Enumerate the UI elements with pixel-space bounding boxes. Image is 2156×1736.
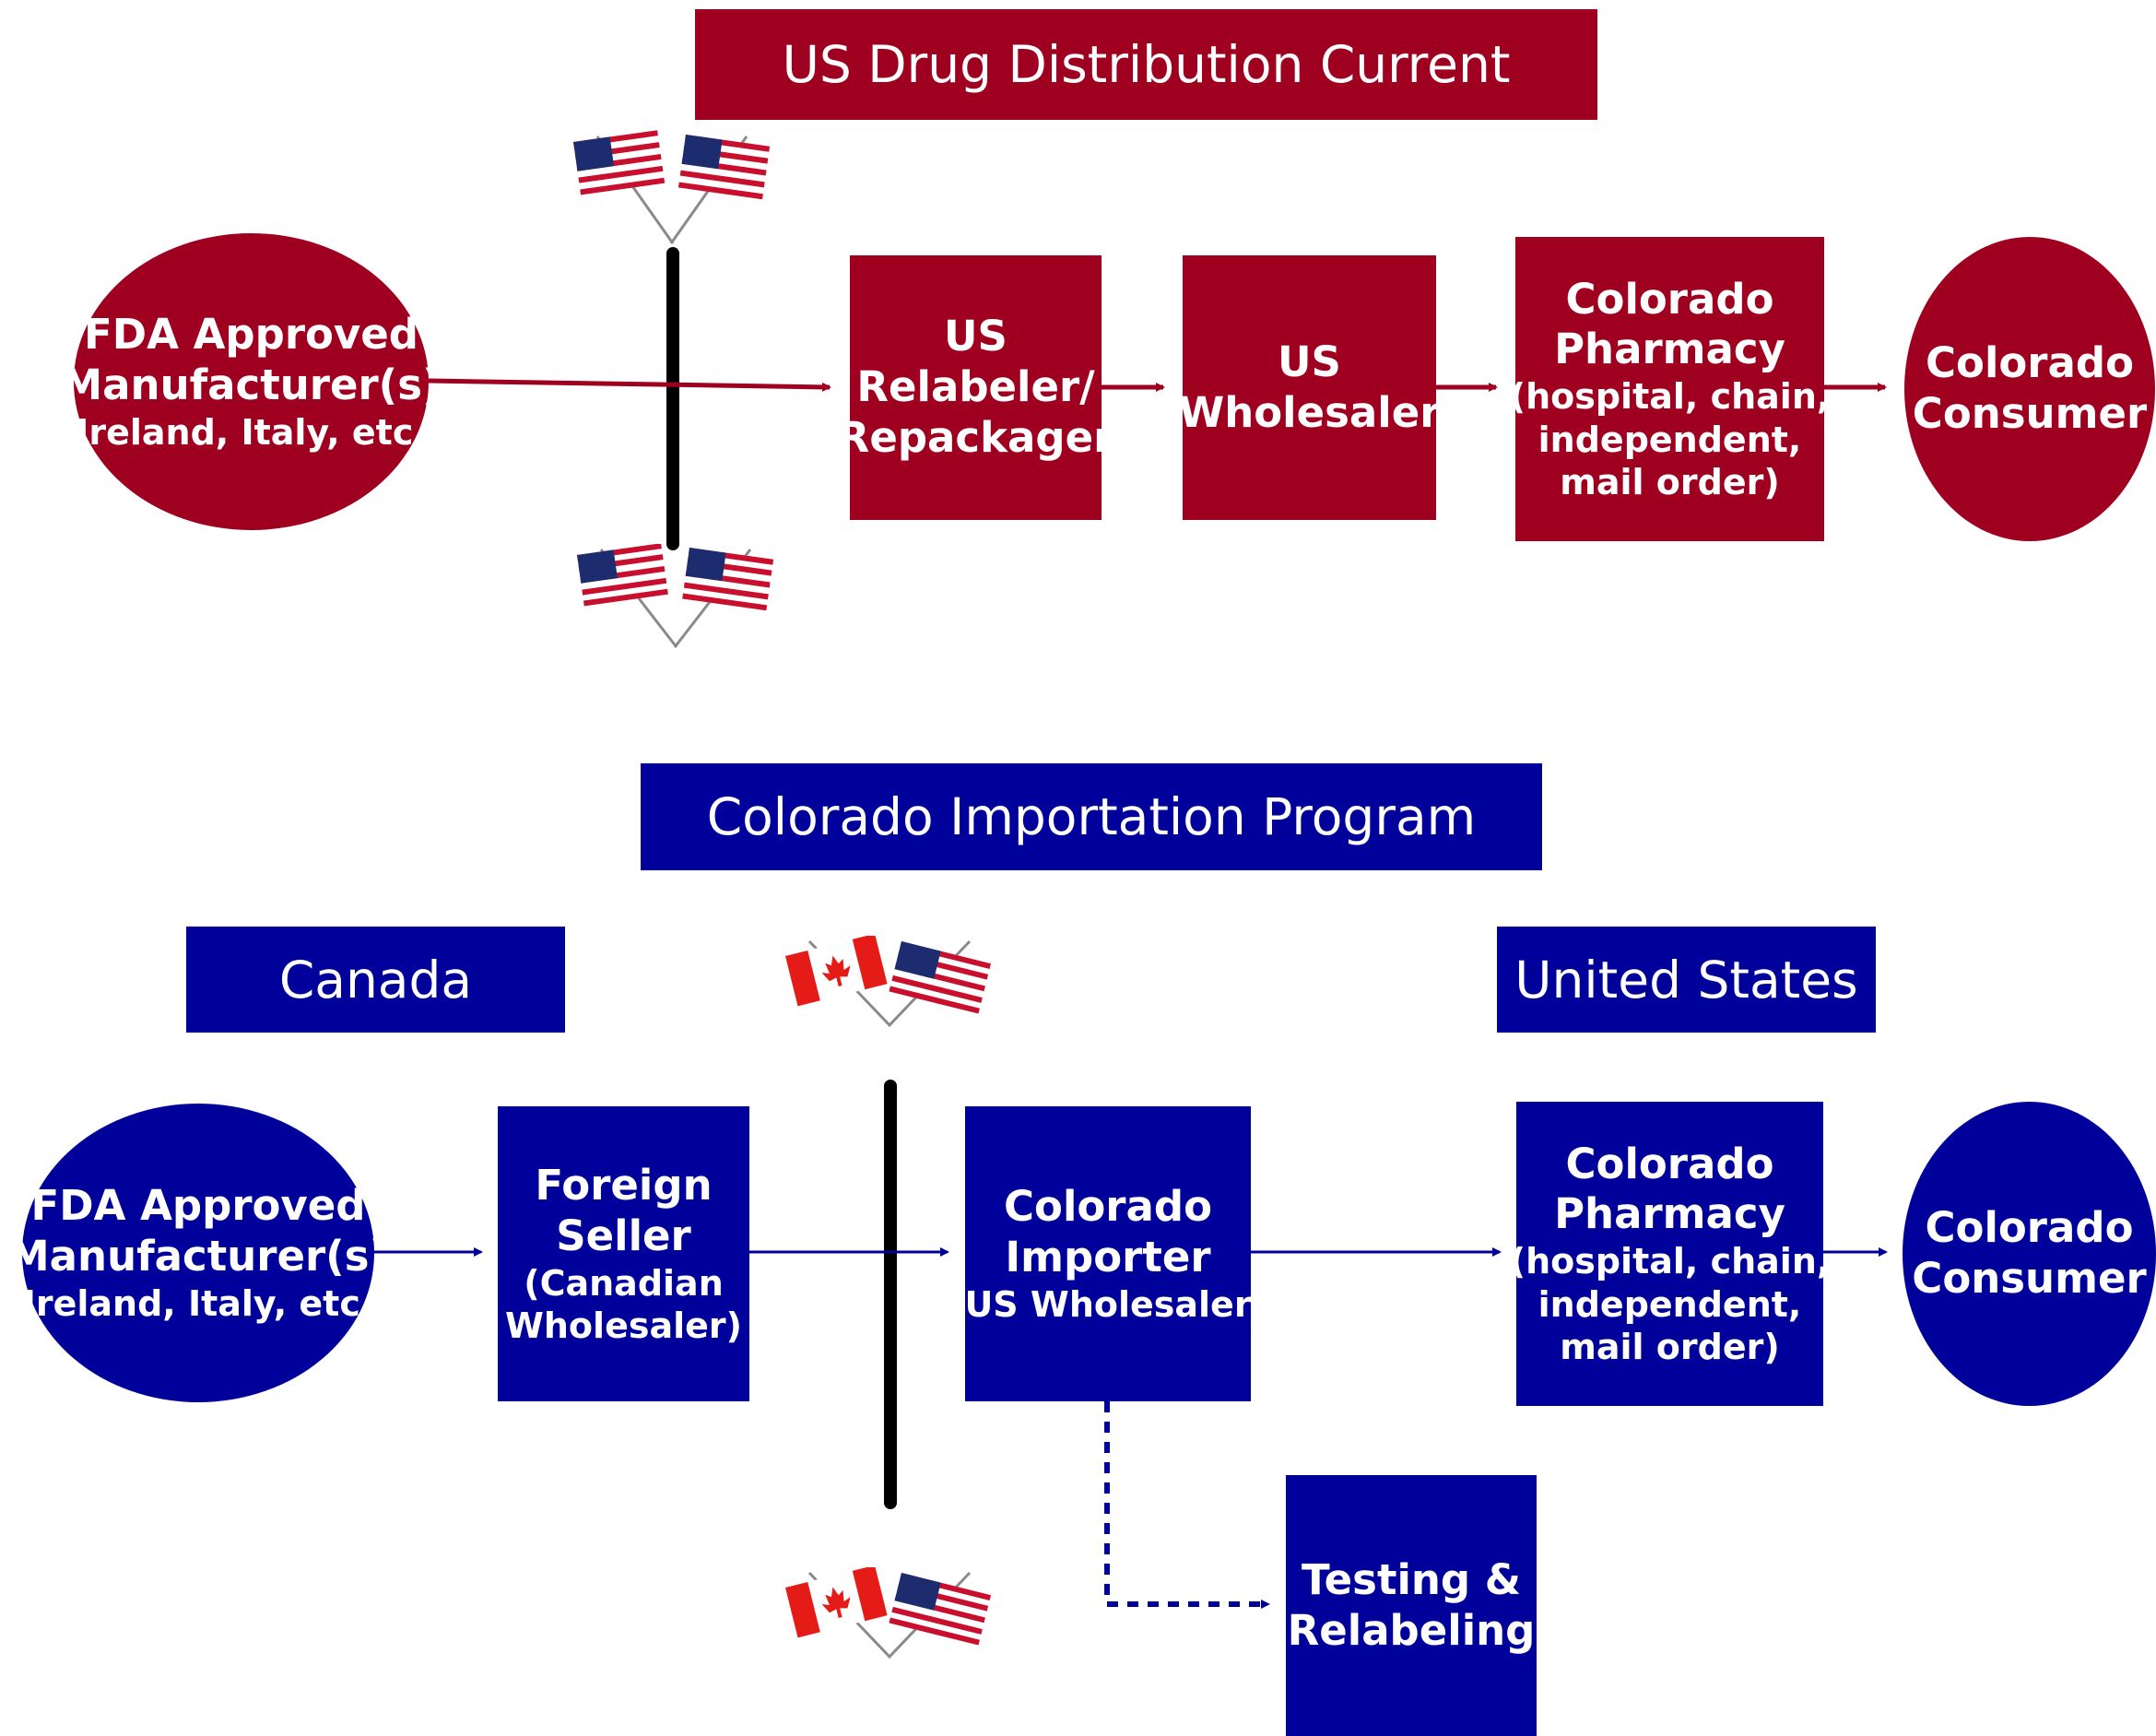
arrow-manufacturer-to-relabeler [428,378,831,392]
relabeler-label: US [944,312,1007,361]
bottom-manufacturer-node: FDA Approved Manufacturer(s) (Ireland, I… [6,1104,390,1402]
pharmacy-label: Colorado [1565,274,1774,324]
top-pharmacy-node: Colorado Pharmacy (hospital, chain, inde… [1510,237,1830,541]
pharmacy-detail: independent, [1537,419,1802,460]
foreign-seller-node: Foreign Seller (Canadian Wholesaler) [498,1106,749,1401]
region-canada-label: Canada [186,927,565,1033]
consumer-label: Consumer [1912,389,2148,438]
crossed-canada-us-flags-icon [785,936,992,1028]
manufacturer-label: FDA Approved [30,1180,366,1230]
relabeler-label: Repackager [837,412,1114,462]
crossed-canada-us-flags-icon [785,1567,992,1659]
pharmacy-label: Pharmacy [1554,325,1785,374]
wholesaler-label: US [1278,337,1341,386]
manufacturer-countries: (Ireland, Italy, etc.) [59,411,443,453]
us-wholesaler-node: US Wholesaler [1179,255,1440,520]
importer-label: Colorado [1004,1181,1212,1231]
importer-detail: (US Wholesaler) [948,1283,1267,1325]
foreign-seller-label: Foreign [535,1160,713,1210]
pharmacy-detail: (hospital, chain, [1509,1241,1831,1282]
dashed-arrow-importer-to-testing [1104,1401,1270,1609]
pharmacy-detail: (hospital, chain, [1509,376,1831,418]
pharmacy-detail: independent, [1537,1283,1802,1325]
foreign-seller-detail: (Canadian [524,1262,724,1304]
region-united-states-label: United States [1497,927,1876,1033]
importer-label: Importer [1005,1232,1211,1281]
testing-label: Relabeling [1287,1605,1536,1655]
foreign-seller-label: Seller [556,1210,691,1260]
crossed-us-flags-icon [573,130,771,244]
crossed-us-flags-icon [577,544,774,648]
consumer-label: Colorado [1925,1203,2134,1253]
pharmacy-detail: mail order) [1560,462,1780,503]
bottom-consumer-node: Colorado Consumer [1903,1102,2156,1406]
wholesaler-label: Wholesaler [1178,387,1441,437]
manufacturer-label: FDA Approved [83,309,418,359]
testing-relabeling-node: Testing & Relabeling [1286,1475,1537,1736]
pharmacy-label: Colorado [1565,1139,1774,1188]
foreign-seller-detail: Wholesaler) [504,1305,743,1346]
manufacturer-label: Manufacturer(s) [61,360,442,409]
top-title: US Drug Distribution Current [695,9,1597,120]
bottom-title: Colorado Importation Program [641,763,1542,870]
pharmacy-detail: mail order) [1560,1327,1780,1368]
relabeler-label: Relabeler/ [856,362,1095,412]
bottom-pharmacy-node: Colorado Pharmacy (hospital, chain, inde… [1510,1102,1830,1406]
consumer-label: Consumer [1912,1254,2147,1303]
top-consumer-node: Colorado Consumer [1904,237,2155,541]
manufacturer-countries: (Ireland, Italy, etc.) [6,1282,390,1324]
testing-label: Testing & [1301,1554,1522,1604]
consumer-label: Colorado [1926,338,2134,388]
top-manufacturer-node: FDA Approved Manufacturer(s) (Ireland, I… [60,233,442,530]
us-relabeler-node: US Relabeler/ Repackager [838,255,1113,520]
colorado-importer-node: Colorado Importer (US Wholesaler) [948,1106,1267,1401]
pharmacy-label: Pharmacy [1554,1189,1785,1239]
manufacturer-label: Manufacturer(s) [7,1231,389,1281]
